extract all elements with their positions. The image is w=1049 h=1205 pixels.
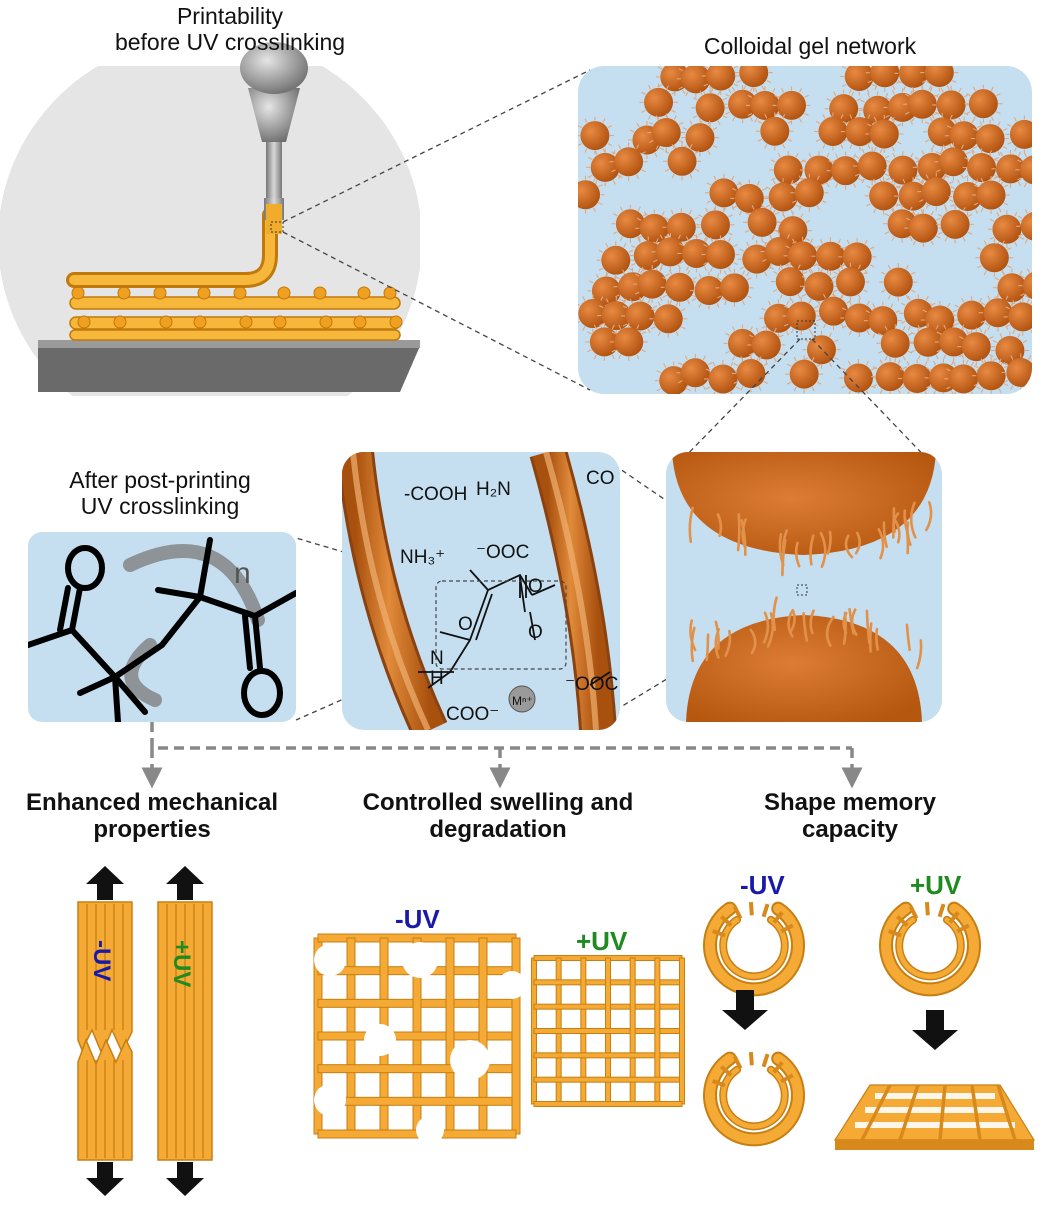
curled-scaffold-minus	[703, 901, 805, 997]
shape-minus-uv-label: -UV	[740, 870, 785, 900]
label-oxygen-ring: O	[528, 576, 543, 597]
flat-scaffold-plus	[833, 1084, 1036, 1150]
colloidal-network-panel	[578, 66, 1032, 394]
chemistry-labels: -COOH H₂N CO NH₃⁺ ⁻OOC ⁻OOC COO⁻ Mⁿ⁺ N H…	[234, 468, 618, 725]
label-oxygen-amide: O	[458, 614, 473, 635]
after-uv-line1: After post-printing	[69, 467, 251, 493]
printability-line2: before UV crosslinking	[114, 28, 346, 55]
label-amide-h: H	[430, 668, 444, 689]
mechanical-heading: Enhanced mechanical properties	[0, 789, 304, 844]
crosslinked-grid	[531, 955, 685, 1107]
shape-memory-panel	[703, 901, 1036, 1150]
recovered-curl-minus	[703, 1051, 805, 1147]
mechanical-panel	[77, 866, 213, 1196]
label-ooc-bottom: ⁻OOC	[565, 674, 618, 695]
curled-scaffold-plus	[879, 901, 981, 997]
printability-title: Printability before UV crosslinking	[60, 3, 400, 56]
mechanical-line1: Enhanced mechanical	[25, 789, 279, 816]
printed-strands	[69, 286, 403, 341]
label-co: CO	[586, 468, 615, 489]
swelling-heading: Controlled swelling and degradation	[328, 789, 668, 844]
printer-panel	[0, 42, 420, 396]
grid-plus-uv-label: +UV	[576, 926, 628, 956]
uv-labels: -UV +UV -UV +UV -UV +UV	[88, 870, 962, 987]
printability-line1: Printability	[176, 3, 284, 29]
swollen-grid	[313, 933, 526, 1144]
transform-arrows	[722, 990, 958, 1050]
minus-uv-bar	[77, 901, 133, 1161]
particle-contact-panel	[666, 452, 942, 722]
shape-memory-line2: capacity	[801, 815, 899, 843]
crosslink-structure-panel	[28, 532, 296, 722]
plus-uv-bar	[157, 901, 213, 1161]
label-repeat-n: n	[234, 557, 251, 590]
colloidal-title: Colloidal gel network	[703, 33, 917, 59]
after-uv-line2: UV crosslinking	[80, 492, 240, 519]
bar-plus-uv-label: +UV	[168, 940, 195, 987]
label-cooh: -COOH	[404, 484, 467, 505]
swelling-line1: Controlled swelling and	[362, 789, 634, 816]
shape-memory-heading: Shape memory capacity	[720, 789, 980, 844]
label-nh3: NH₃⁺	[400, 547, 445, 568]
label-oxygen-carbonyl: O	[528, 622, 543, 643]
branch-connectors	[141, 722, 863, 789]
shape-memory-line1: Shape memory	[763, 789, 937, 816]
label-ooc-top: ⁻OOC	[476, 542, 529, 563]
bar-minus-uv-label: -UV	[88, 940, 115, 981]
swelling-panel	[313, 933, 685, 1144]
after-uv-title: After post-printing UV crosslinking	[20, 467, 300, 520]
grid-minus-uv-label: -UV	[395, 904, 440, 934]
shape-plus-uv-label: +UV	[910, 870, 962, 900]
mechanical-line2: properties	[93, 815, 211, 843]
tension-arrows	[86, 866, 204, 1196]
label-coo-bottom: COO⁻	[446, 704, 499, 725]
label-metal-ion: Mⁿ⁺	[512, 694, 533, 708]
swelling-line2: degradation	[429, 815, 567, 843]
chemistry-panel	[342, 452, 620, 730]
label-h2n: H₂N	[476, 479, 511, 500]
label-amide-n: N	[430, 648, 444, 669]
